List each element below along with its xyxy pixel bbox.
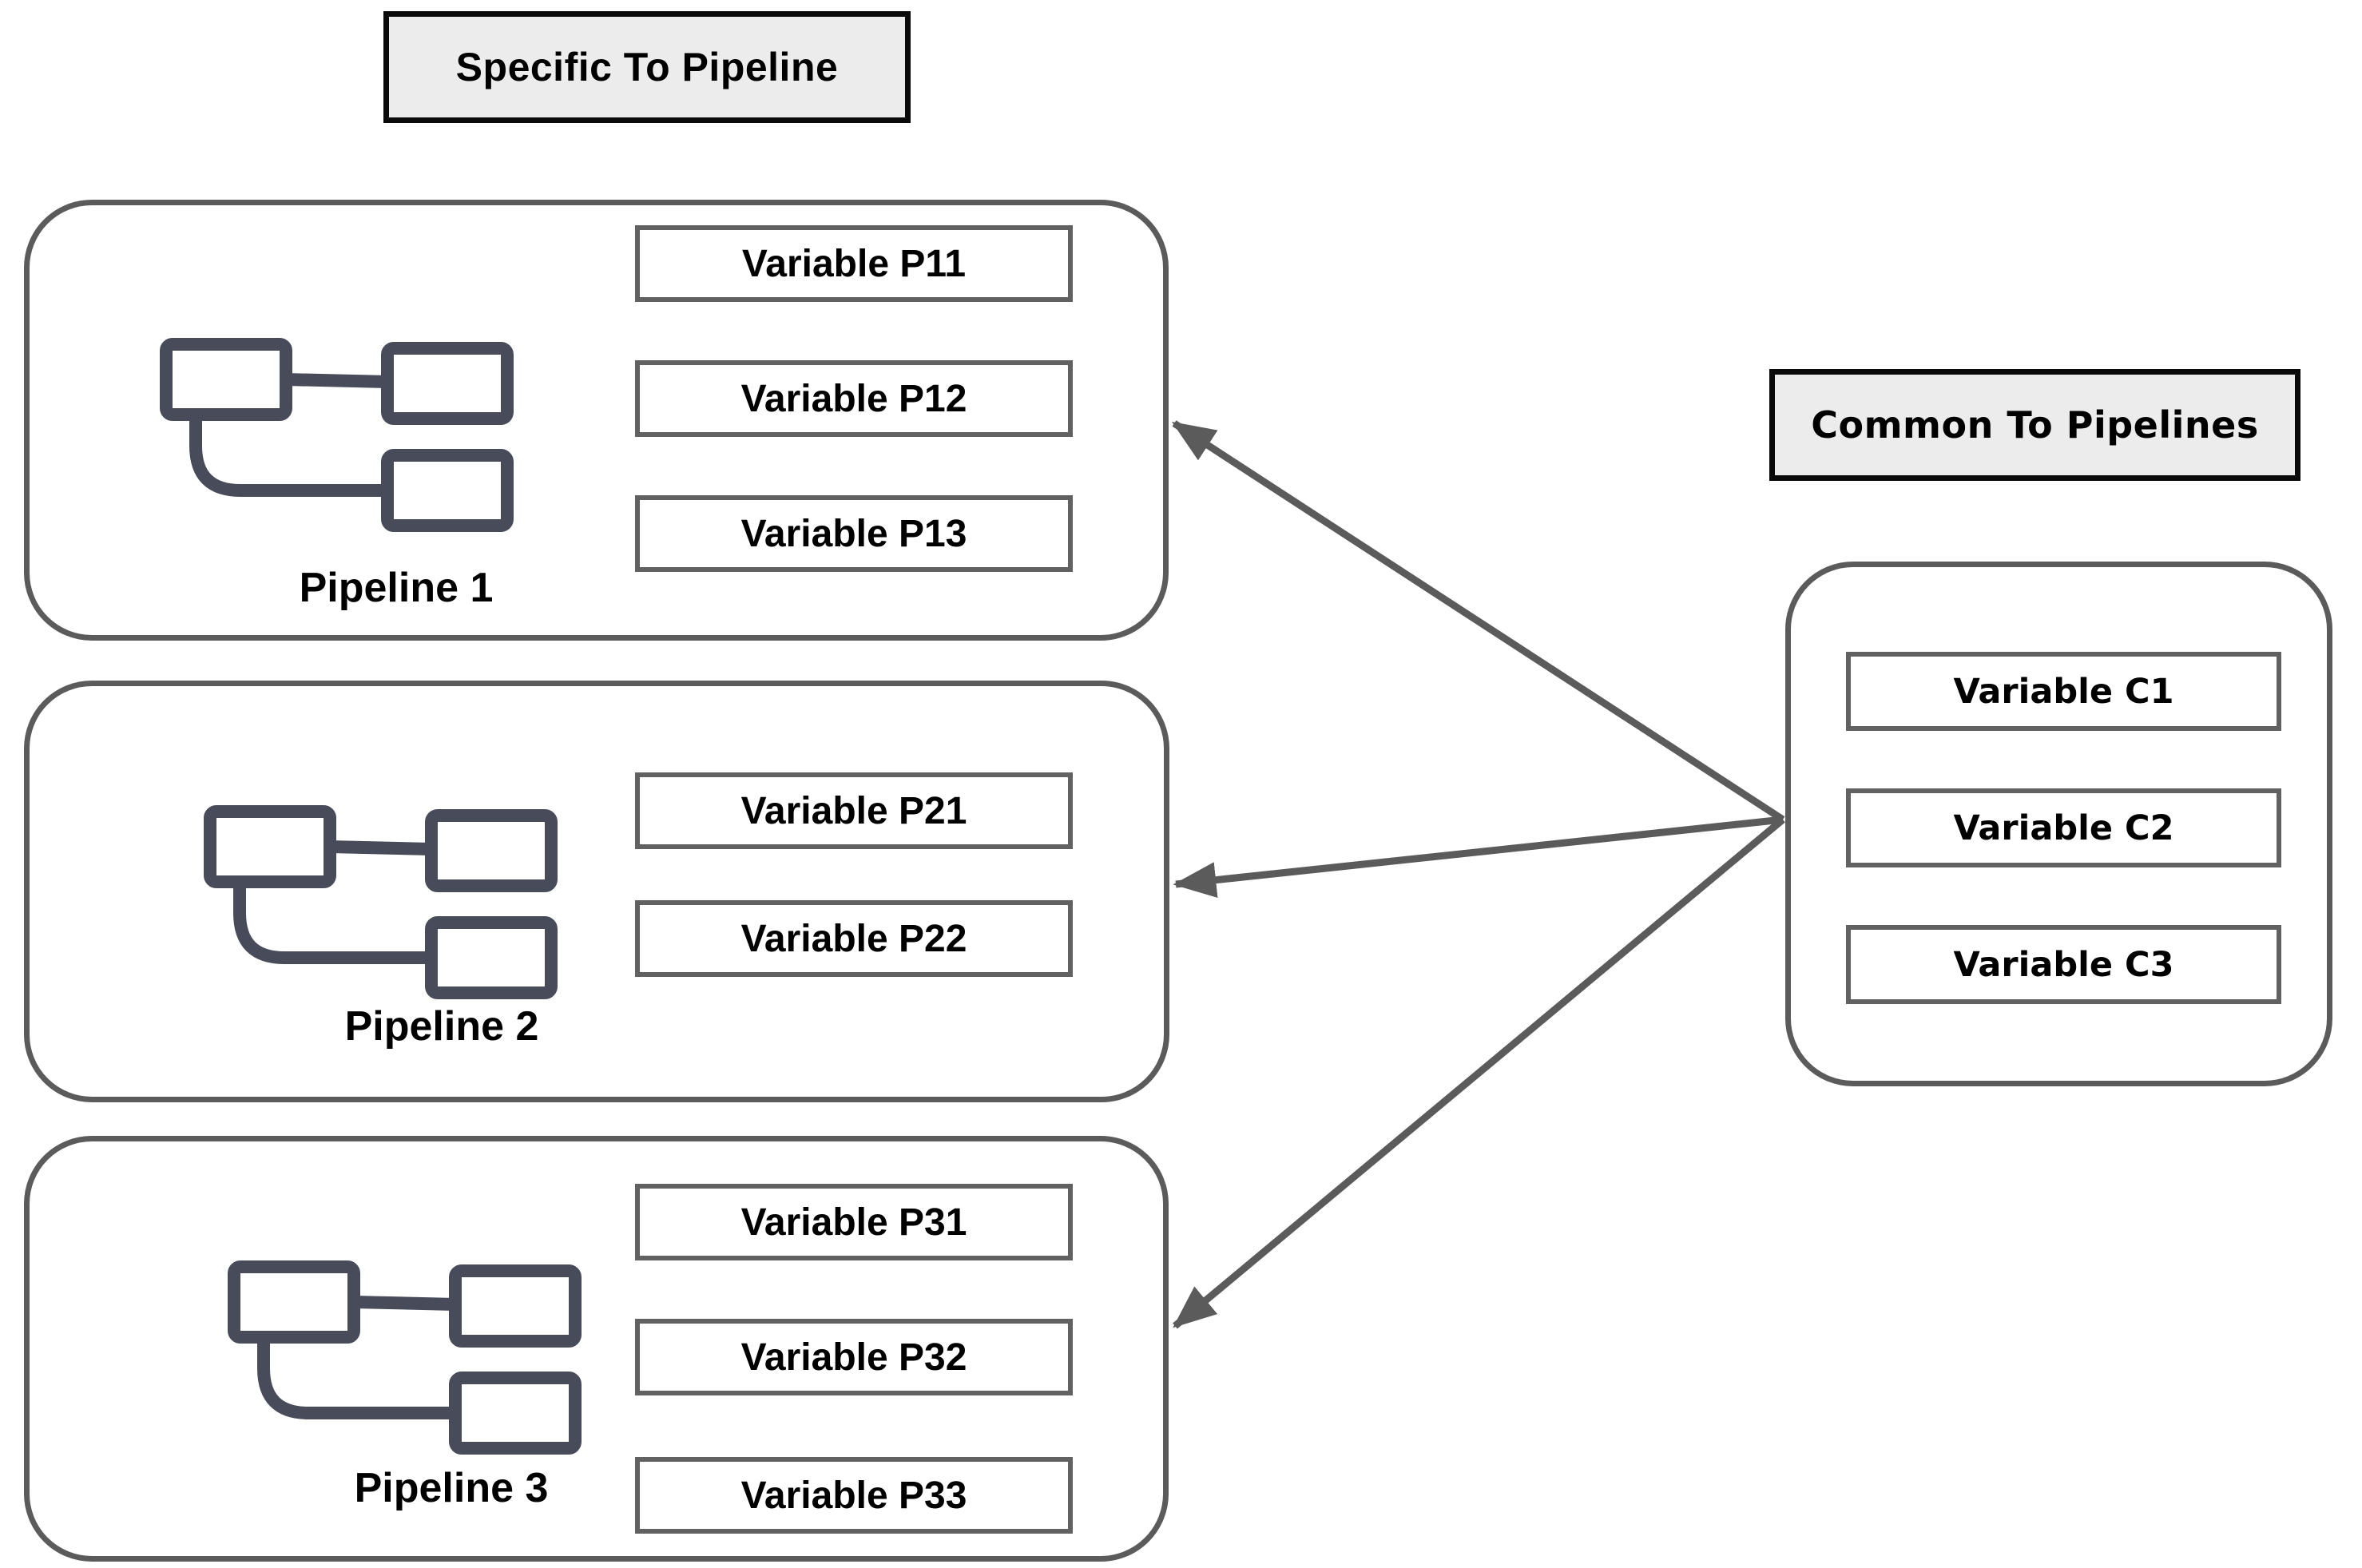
variable-box-p32: Variable P32 [635, 1319, 1073, 1395]
arrow-common-to-pipeline-3 [1173, 816, 1785, 1329]
variable-box-c3: Variable C3 [1846, 925, 2281, 1004]
variable-box-p22: Variable P22 [635, 900, 1073, 977]
common-group-container: Variable C1 Variable C2 Variable C3 [1785, 562, 2332, 1086]
pipeline-2-label: Pipeline 2 [344, 1003, 539, 1050]
arrow-common-to-pipeline-1 [1171, 420, 1785, 823]
pipeline-3-container: Pipeline 3 Variable P31 Variable P32 Var… [24, 1136, 1169, 1562]
common-to-pipelines-header: Common To Pipelines [1769, 369, 2300, 481]
variable-box-c2: Variable C2 [1846, 788, 2281, 867]
specific-to-pipeline-header: Specific To Pipeline [383, 11, 911, 123]
variable-box-c1: Variable C1 [1846, 652, 2281, 731]
pipeline-flowchart-icon [228, 1260, 582, 1455]
pipeline-2-container: Pipeline 2 Variable P21 Variable P22 [24, 681, 1169, 1102]
pipeline-flowchart-icon [160, 338, 514, 532]
variable-box-p11: Variable P11 [635, 225, 1073, 302]
variable-box-p12: Variable P12 [635, 360, 1073, 437]
variable-box-p21: Variable P21 [635, 772, 1073, 849]
pipeline-1-container: Pipeline 1 Variable P11 Variable P12 Var… [24, 200, 1169, 641]
pipeline-3-label: Pipeline 3 [354, 1465, 549, 1511]
arrow-common-to-pipeline-2 [1173, 816, 1784, 899]
variable-box-p31: Variable P31 [635, 1184, 1073, 1260]
pipeline-1-label: Pipeline 1 [299, 565, 494, 611]
variable-box-p33: Variable P33 [635, 1457, 1073, 1534]
pipeline-flowchart-icon [204, 805, 558, 999]
variable-box-p13: Variable P13 [635, 495, 1073, 572]
